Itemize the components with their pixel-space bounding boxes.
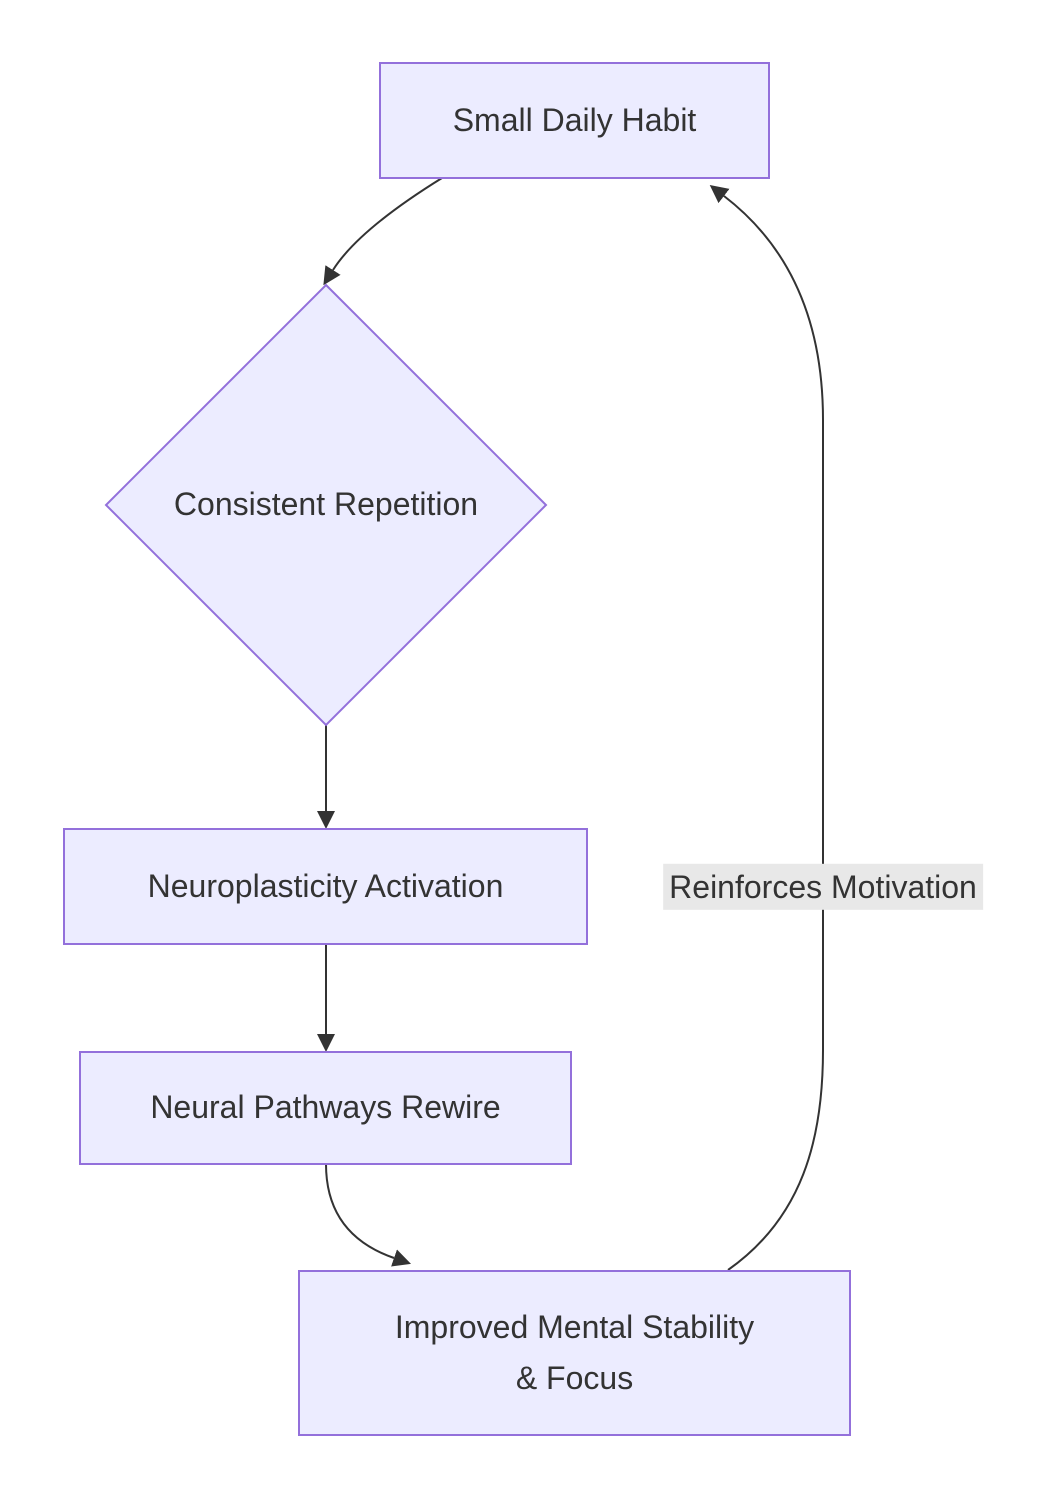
edge-stability-to-habit	[709, 185, 824, 1271]
edge-habit-to-repetition	[323, 177, 443, 286]
edge-rewire-to-stability	[325, 1163, 411, 1267]
node-consistent-repetition	[104, 283, 548, 727]
node-improved-mental-stability-focus	[298, 1270, 851, 1436]
node-neural-pathways-rewire	[79, 1051, 572, 1165]
node-small-daily-habit	[379, 62, 770, 179]
edge-label-reinforces-motivation: Reinforces Motivation	[663, 863, 983, 911]
node-neuroplasticity-activation	[63, 828, 588, 945]
